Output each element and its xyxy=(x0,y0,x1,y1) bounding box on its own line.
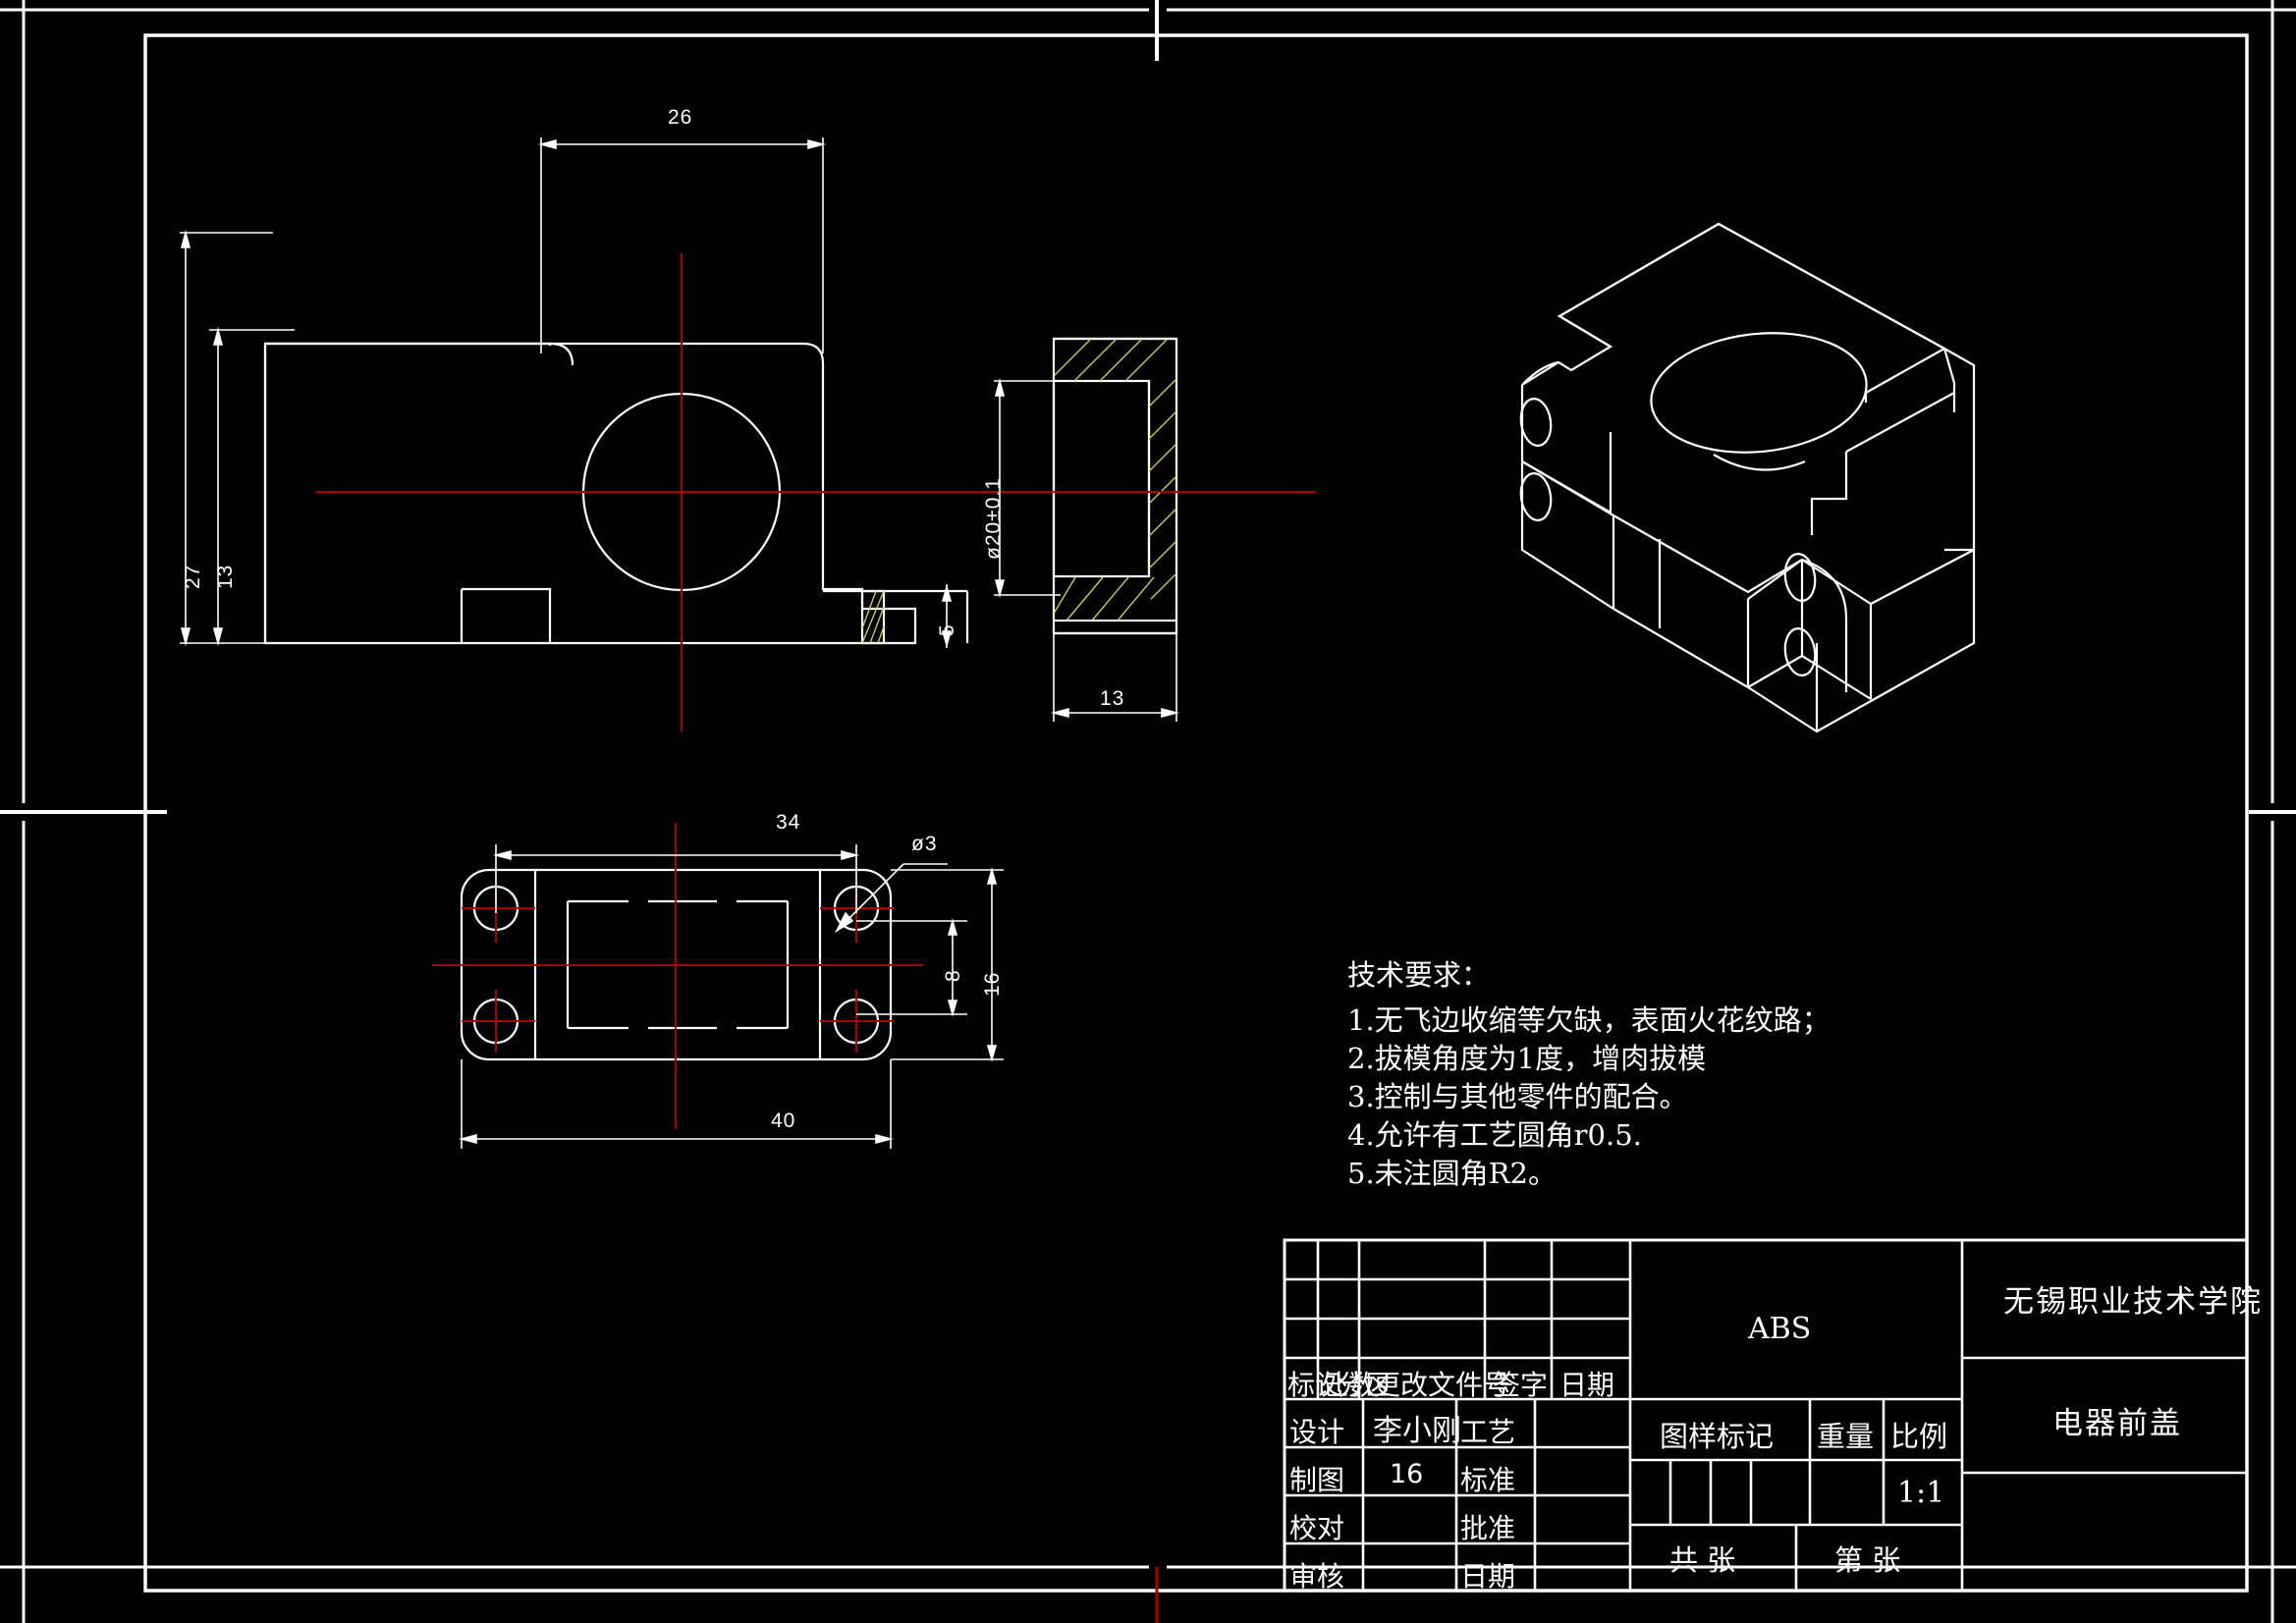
dimension-8 xyxy=(856,918,967,1017)
dimension-27 xyxy=(180,229,273,647)
tb-sheet-total: 共 张 xyxy=(1669,1543,1736,1577)
tech-note-2: 2.拔模角度为1度，增肉拔模 xyxy=(1347,1042,1707,1075)
tb-row-draw-label: 制图 xyxy=(1289,1464,1345,1496)
section-view-geometry xyxy=(1052,337,1178,635)
tb-part-name: 电器前盖 xyxy=(2052,1406,2182,1441)
dimension-26 xyxy=(537,137,827,353)
tb-sign-label: 签字 xyxy=(1493,1369,1549,1401)
dim-label-34: 34 xyxy=(776,811,801,834)
dimension-13-section xyxy=(1050,633,1180,722)
tb-weight-label: 重量 xyxy=(1817,1420,1875,1453)
tb-zone-label: 分区 xyxy=(1338,1369,1394,1401)
tb-row-date-label: 日期 xyxy=(1460,1560,1516,1593)
tb-scale-value: 1:1 xyxy=(1897,1476,1945,1510)
dim-label-40: 40 xyxy=(771,1109,796,1132)
section-view-hatch xyxy=(1053,338,1177,622)
tech-notes-heading: 技术要求： xyxy=(1347,958,1491,992)
dimension-40 xyxy=(458,1059,895,1149)
tb-material: ABS xyxy=(1748,1312,1812,1346)
tb-drawing-mark-label: 图样标记 xyxy=(1660,1420,1775,1453)
dim-label-13-section: 13 xyxy=(1100,687,1125,710)
tb-row-check-label: 校对 xyxy=(1289,1512,1345,1544)
leader-hole-dia3 xyxy=(835,863,948,934)
tb-row-draw-value: 16 xyxy=(1390,1459,1424,1489)
plan-view-centerlines xyxy=(432,823,923,1129)
front-view-centerlines xyxy=(316,253,992,731)
tb-institution: 无锡职业技术学院 xyxy=(2003,1284,2263,1320)
tech-note-4: 4.允许有工艺圆角r0.5. xyxy=(1347,1118,1642,1152)
isometric-view-geometry xyxy=(1519,222,1976,733)
tb-change-doc-label: 更改文件号 xyxy=(1373,1369,1511,1401)
dimension-5 xyxy=(941,584,953,648)
tb-sheet-index: 第 张 xyxy=(1834,1543,1901,1577)
tech-note-5: 5.未注圆角R2。 xyxy=(1347,1157,1557,1190)
tech-note-3: 3.控制与其他零件的配合。 xyxy=(1347,1080,1688,1113)
tb-row-review-label: 审核 xyxy=(1289,1560,1345,1593)
tb-date-label: 日期 xyxy=(1559,1369,1615,1401)
dimension-bore xyxy=(994,377,1061,599)
tb-scale-label: 比例 xyxy=(1890,1420,1948,1453)
tb-count-label: 处数 xyxy=(1321,1369,1377,1401)
front-view-hatch xyxy=(861,590,885,644)
dim-label-dia3: ø3 xyxy=(911,833,938,855)
tb-mark-label: 标记 xyxy=(1287,1369,1343,1401)
tb-row-standard-label: 标准 xyxy=(1460,1464,1516,1496)
tb-row-design-value: 李小刚 xyxy=(1373,1414,1461,1448)
dimension-13 xyxy=(209,326,295,647)
tb-row-design-label: 设计 xyxy=(1289,1416,1345,1448)
tb-row-approve-label: 批准 xyxy=(1460,1512,1516,1544)
tb-row-process-label: 工艺 xyxy=(1460,1416,1516,1448)
dimension-34 xyxy=(492,844,860,913)
dimension-16 xyxy=(891,867,1004,1062)
tech-note-1: 1.无飞边收缩等欠缺，表面火花纹路； xyxy=(1347,1003,1831,1037)
dim-label-26: 26 xyxy=(668,106,693,129)
